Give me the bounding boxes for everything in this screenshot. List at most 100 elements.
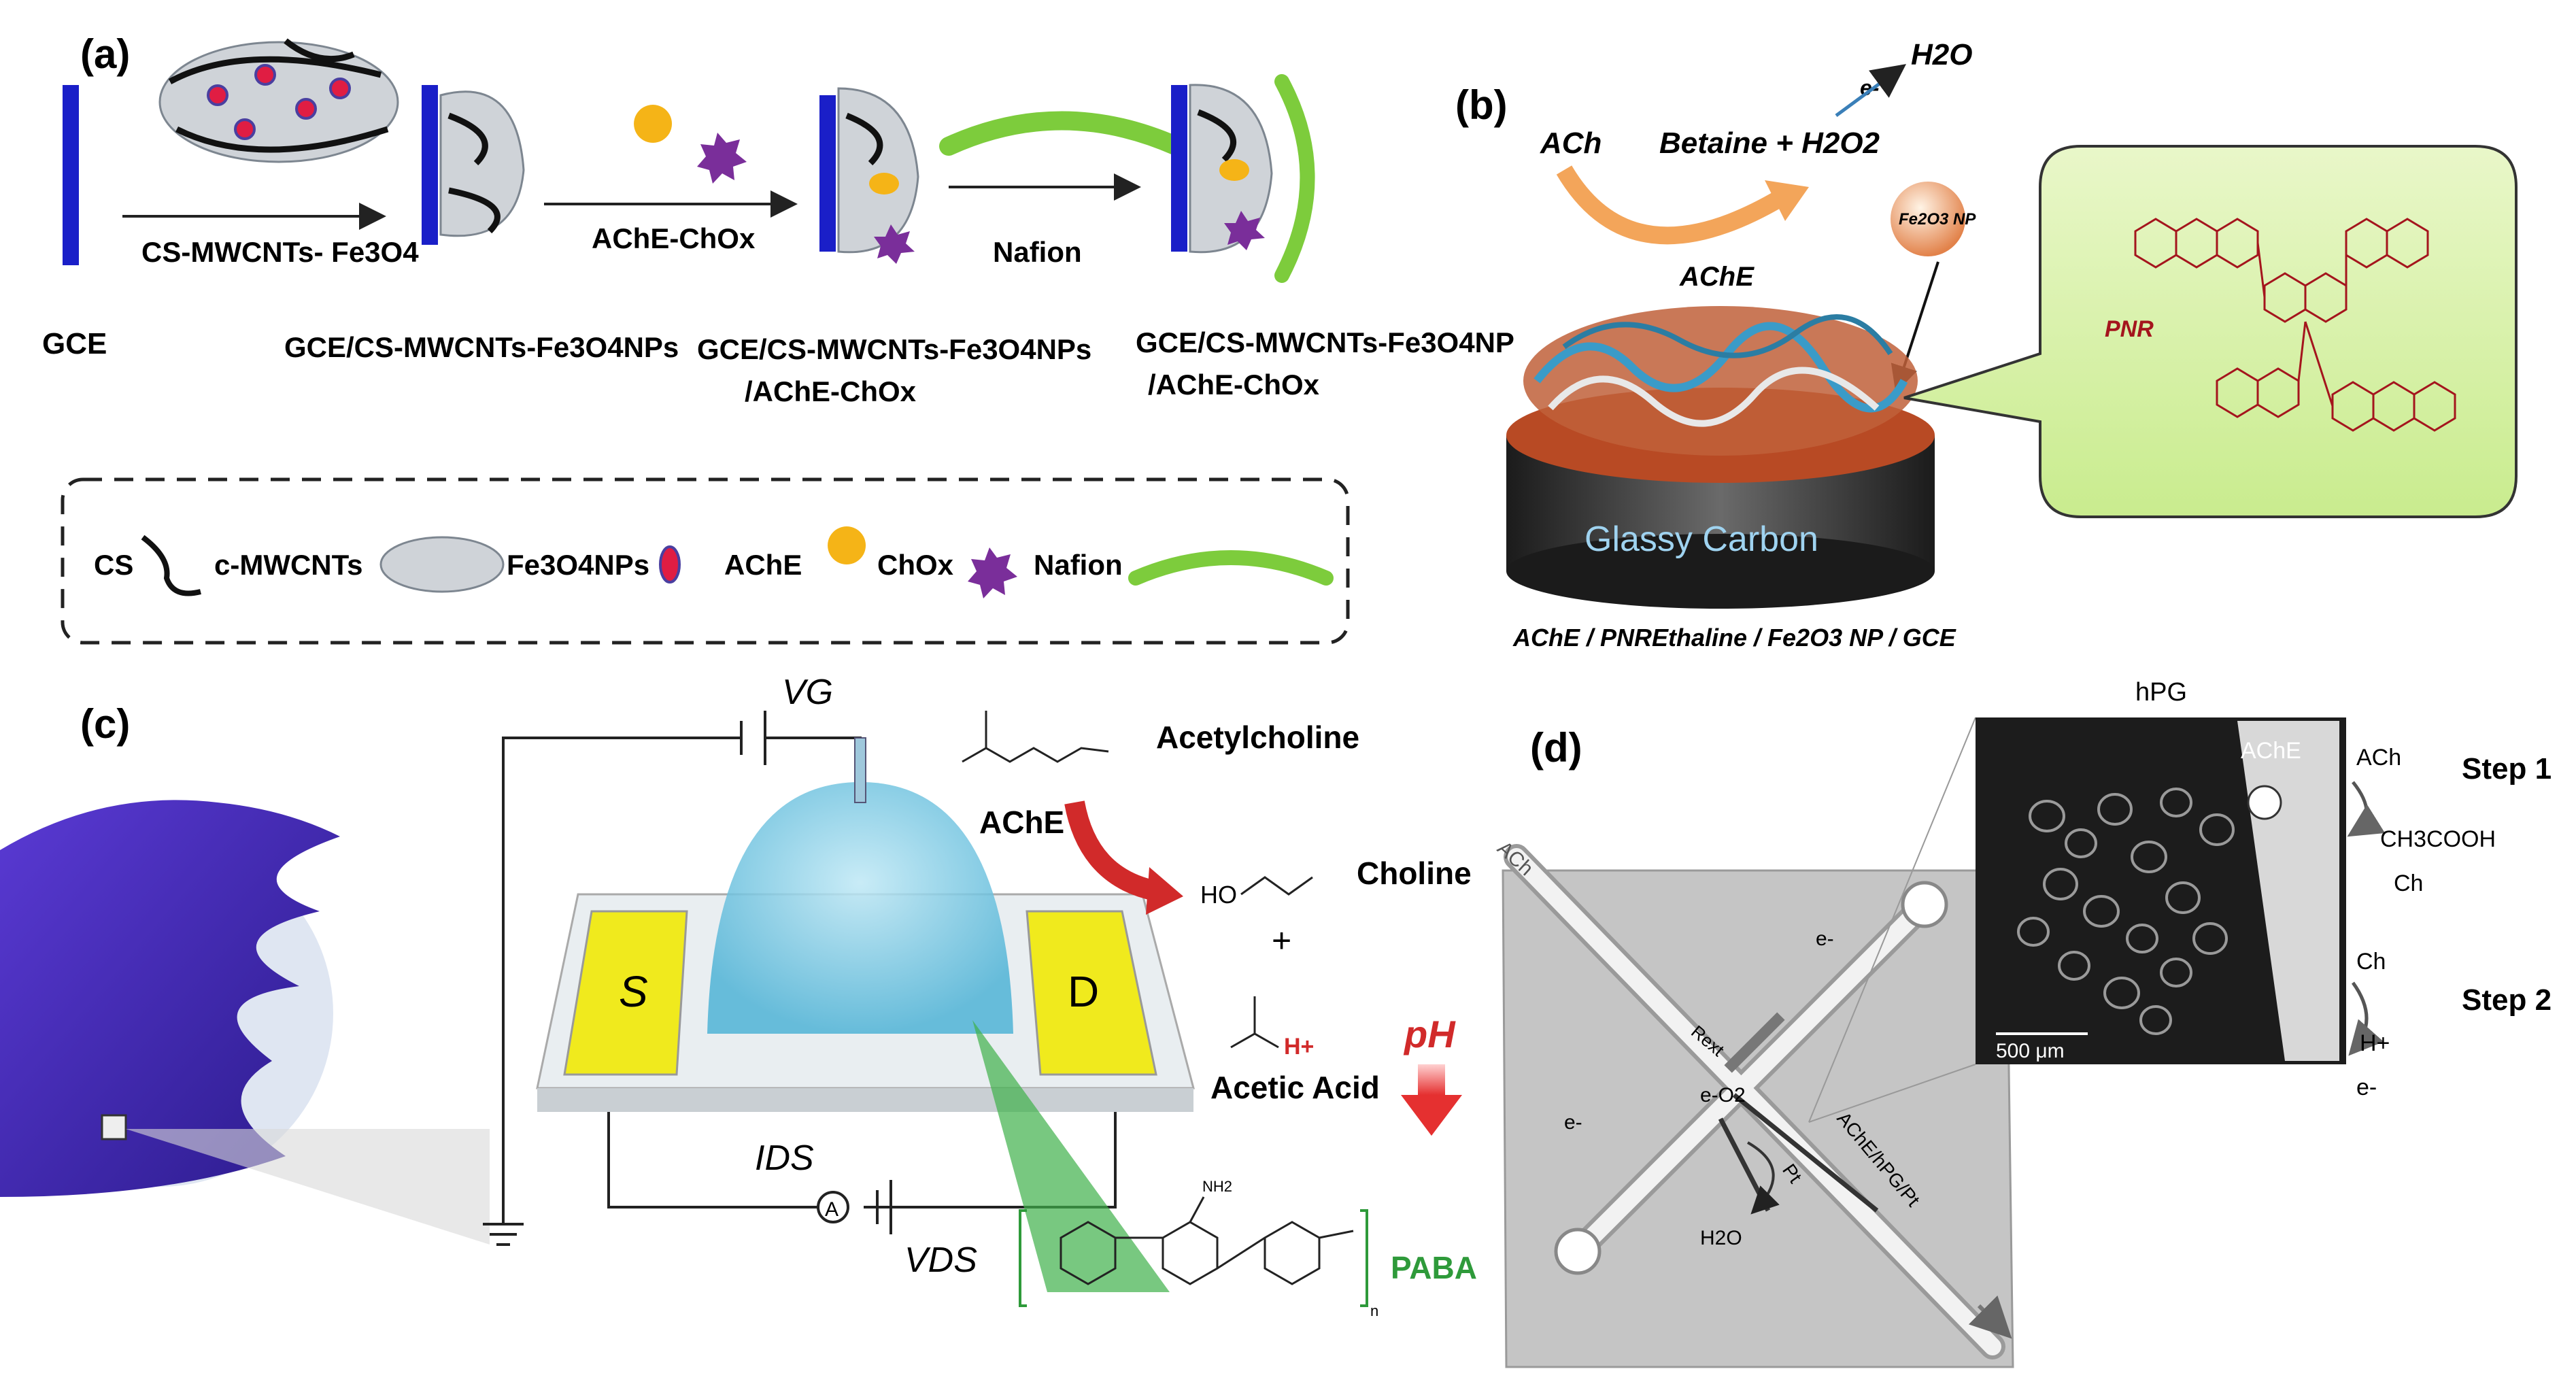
panel-d-label: (d) [1530, 725, 1582, 771]
chox-star-icon [697, 133, 747, 184]
source-electrode [563, 910, 688, 1076]
electrolyte-dome [707, 782, 1013, 1034]
glassy-carbon-label: Glassy Carbon [1584, 520, 1818, 559]
cnt-cone-3 [837, 87, 919, 264]
device-substrate-edge [537, 1088, 1193, 1112]
ph-arrow-head [1401, 1095, 1462, 1136]
gate-electrode [854, 737, 866, 803]
ache-reaction-arrow-head [1146, 867, 1183, 915]
sem-pores-pattern [2017, 788, 2235, 1035]
acetic-acid-structure [1230, 996, 1279, 1049]
chip-o2-label: e-O2 [1700, 1084, 1746, 1106]
step2-label: Step 2 [2462, 983, 2552, 1017]
legend-mwcnt-label: c-MWCNTs [214, 549, 363, 581]
legend-ache-icon [828, 526, 866, 564]
acetylcholine-structure [962, 711, 1109, 763]
chip-port-top [1901, 881, 1948, 928]
electrode-4 [1171, 85, 1187, 252]
cnt-bundle-illustration [158, 38, 399, 163]
electrode-2 [422, 85, 438, 245]
acetylcholine-label: Acetylcholine [1156, 720, 1359, 755]
ref-electrode [1724, 1012, 1785, 1073]
ache-shape-icon [634, 105, 673, 143]
panel-a: (a) GCE CS-MWCNTs- Fe3O4 GCE/CS-MWCNTs-F… [42, 31, 1514, 645]
step1-product: GCE/CS-MWCNTs-Fe3O4NPs [284, 331, 679, 363]
ammeter-icon [817, 1191, 849, 1223]
paba-nh2-label: NH2 [1202, 1178, 1232, 1195]
paba-n-subscript: n [1370, 1302, 1378, 1319]
step-h-plus-label: H+ [2360, 1030, 2390, 1056]
c-ache-label: AChE [979, 805, 1064, 840]
source-label: S [619, 967, 648, 1016]
fe2o3-sphere [1891, 182, 1965, 256]
step-ach-label: ACh [2356, 745, 2401, 771]
plus-label: + [1272, 922, 1291, 960]
device-chip [101, 1114, 127, 1140]
gce-electrode [63, 85, 79, 265]
scale-bar-label: 500 μm [1996, 1040, 2065, 1062]
hpg-label: hPG [2135, 678, 2187, 707]
glassy-carbon-bottom [1506, 534, 1935, 609]
step2-product-line2: /AChE-ChOx [745, 375, 917, 407]
step-ch3cooh-label: CH3COOH [2380, 826, 2496, 852]
reaction-arrow [1556, 165, 1786, 245]
panel-a-label: (a) [80, 31, 130, 77]
drain-electrode [1026, 910, 1157, 1076]
cnt-cone-2 [439, 90, 525, 237]
legend-nafion-label: Nafion [1034, 549, 1123, 581]
chip-e1-label: e- [1816, 928, 1834, 950]
h-plus-label: H+ [1284, 1034, 1314, 1060]
ache-reaction-arrow [1064, 800, 1159, 901]
legend-cnt-icon [379, 536, 505, 593]
panel-b-label: (b) [1455, 82, 1508, 128]
step2-product-line1: GCE/CS-MWCNTs-Fe3O4NPs [697, 333, 1091, 365]
glove-shape [0, 800, 340, 1197]
chip-port-bottom [1554, 1228, 1601, 1275]
nafion-coating [1274, 74, 1315, 283]
legend-nafion-icon [1128, 550, 1334, 586]
legend-ache-label: AChE [724, 549, 802, 581]
pnr-callout [1903, 145, 2518, 518]
nafion-arc-icon [939, 111, 1186, 156]
zoom-cone [126, 1129, 490, 1245]
step1-label: Step 1 [2462, 752, 2552, 785]
step2-arrow [2348, 981, 2384, 1056]
choline-label: Choline [1357, 856, 1472, 891]
zoom-beam [972, 1020, 1170, 1292]
working-electrode [1732, 1093, 1879, 1213]
paba-label: PABA [1391, 1250, 1477, 1285]
chip-channel-inner [1508, 848, 2001, 1355]
reaction-arrow-head [1765, 180, 1809, 221]
paba-structure [1019, 1196, 1368, 1307]
chip-h2o-label: H2O [1700, 1227, 1742, 1249]
electron-arrow [1835, 64, 1907, 118]
sem-ache-label: AChE [2241, 738, 2301, 764]
pnr-label: PNR [2105, 316, 2154, 342]
step-ch-label: Ch [2394, 871, 2423, 896]
zoom-line-2 [1808, 1064, 1976, 1123]
h2o-label: H2O [1911, 38, 1972, 71]
panel-c: (c) VG A IDS VDS S D [0, 673, 1477, 1319]
step3-product-line1: GCE/CS-MWCNTs-Fe3O4NP [1136, 326, 1514, 358]
legend-chox-icon [968, 547, 1017, 598]
chip-e2-label: e- [1564, 1111, 1582, 1134]
ph-arrow-body [1418, 1064, 1445, 1095]
panel-c-label: (c) [80, 701, 130, 747]
panel-d: (d) ACh e- e- e-O2 H2O Pt Rext AChE/hPG/… [1493, 678, 2552, 1368]
step2-ch-label: Ch [2356, 949, 2386, 975]
vds-label: VDS [904, 1240, 977, 1280]
outlet-arrow [1968, 1295, 2012, 1339]
panel-b-caption: AChE / PNREthaline / Fe2O3 NP / GCE [1512, 624, 1956, 652]
ids-label: IDS [755, 1138, 814, 1178]
panel-b: (b) H2O e- ACh Betaine + H2O2 AChE Fe2O3… [1455, 38, 2518, 652]
legend-box [61, 477, 1350, 645]
choline-structure [1240, 876, 1313, 896]
ho-label: HO [1200, 881, 1237, 909]
o2-reduction-arrow [1747, 1141, 1780, 1215]
ache-enzyme-icon [2247, 785, 2282, 820]
ph-label: pH [1403, 1013, 1456, 1055]
legend-fe3o4-icon [659, 545, 681, 584]
enzyme-layer-illustration [1523, 306, 1918, 456]
gce-label: GCE [42, 327, 107, 360]
